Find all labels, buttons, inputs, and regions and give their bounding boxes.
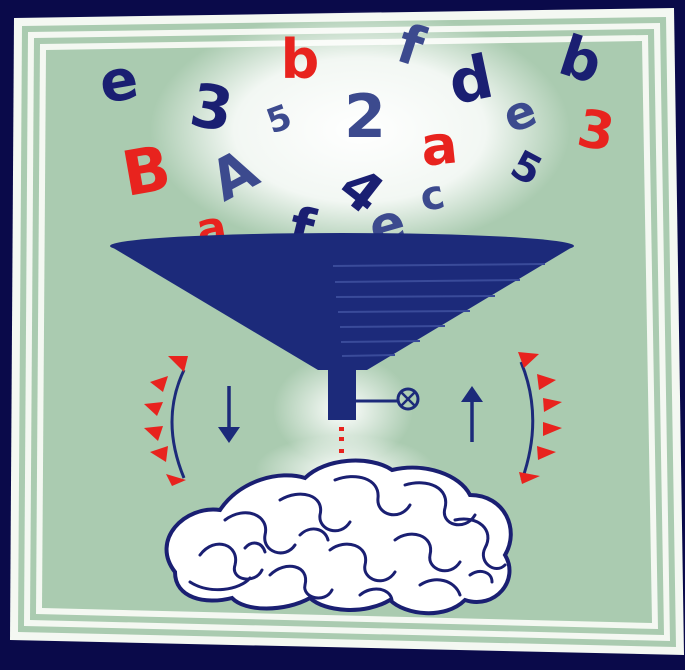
floating-letter: 2	[344, 82, 386, 152]
red-drops	[339, 427, 344, 453]
floating-letter: a	[418, 112, 461, 178]
floating-letter: b	[281, 28, 320, 91]
